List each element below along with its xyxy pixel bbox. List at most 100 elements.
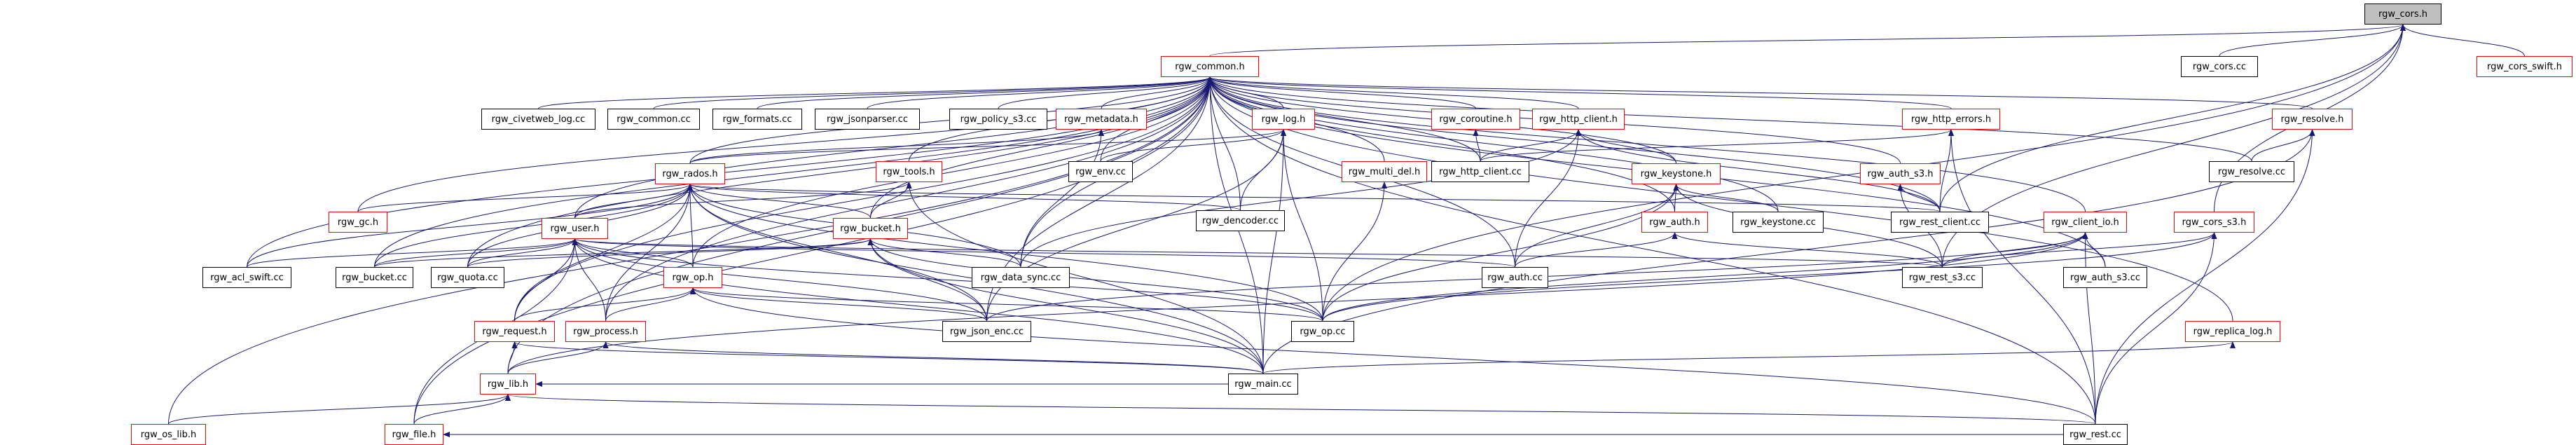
node-rgw-op-h[interactable]: rgw_op.h (663, 267, 722, 288)
node-rgw-os-lib-h[interactable]: rgw_os_lib.h (131, 424, 206, 445)
edge-rgw-rest-cc-to-rgw-http-errors-h (1948, 129, 2096, 425)
edge-rgw-request-h-to-rgw-rados-h (514, 184, 693, 322)
edge-rgw-process-h-to-rgw-user-h (572, 238, 606, 322)
edge-rgw-process-h-to-rgw-common-h (605, 76, 1213, 322)
node-rgw-auth-s3-cc[interactable]: rgw_auth_s3.cc (2063, 267, 2147, 288)
edge-rgw-op-h-to-rgw-rados-h (687, 184, 694, 268)
edge-rgw-quota-cc-to-rgw-common-h (467, 76, 1213, 268)
node-rgw-multi-del-h[interactable]: rgw_multi_del.h (1342, 161, 1427, 182)
edge-rgw-user-h-to-rgw-rados-h (574, 184, 693, 219)
node-rgw-http-errors-h[interactable]: rgw_http_errors.h (1902, 109, 2000, 130)
edge-rgw-os-lib-h-to-rgw-common-h (168, 76, 1213, 425)
edge-rgw-rest-s3-cc-to-rgw-cors-s3-h (1942, 232, 2217, 268)
node-rgw-coroutine-h[interactable]: rgw_coroutine.h (1431, 109, 1520, 130)
node-rgw-cors-swift-h[interactable]: rgw_cors_swift.h (2477, 56, 2572, 77)
edge-rgw-op-cc-to-rgw-cors-s3-h (1322, 232, 2217, 322)
edge-rgw-user-h-to-rgw-tools-h (574, 182, 912, 219)
node-rgw-gc-h[interactable]: rgw_gc.h (329, 212, 387, 233)
edge-rgw-data-sync-cc-to-rgw-http-client-h (1020, 129, 1581, 268)
node-rgw-quota-cc[interactable]: rgw_quota.cc (431, 267, 504, 288)
edge-rgw-request-h-to-rgw-op-h (514, 287, 696, 322)
edge-rgw-http-client-cc-to-rgw-http-client-h (1480, 129, 1581, 162)
edge-rgw-bucket-cc-to-rgw-bucket-h (374, 238, 874, 268)
node-rgw-rest-cc[interactable]: rgw_rest.cc (2063, 424, 2128, 445)
node-rgw-request-h[interactable]: rgw_request.h (474, 321, 555, 342)
edge-rgw-data-sync-cc-to-rgw-bucket-h (867, 238, 1021, 268)
edge-rgw-resolve-cc-to-rgw-resolve-h (2251, 129, 2315, 162)
node-rgw-http-client-cc[interactable]: rgw_http_client.cc (1431, 161, 1529, 182)
edge-rgw-dencoder-cc-to-rgw-rados-h (687, 184, 1241, 211)
edge-rgw-process-h-to-rgw-rados-h (605, 184, 693, 322)
edge-rgw-auth-h-to-rgw-common-h (1207, 76, 1675, 212)
node-rgw-file-h[interactable]: rgw_file.h (385, 424, 443, 445)
node-rgw-env-cc[interactable]: rgw_env.cc (1068, 161, 1133, 182)
node-rgw-cors-cc[interactable]: rgw_cors.cc (2181, 56, 2258, 77)
edge-rgw-common-cc-to-rgw-common-h (653, 76, 1213, 109)
node-rgw-policy-s3-cc[interactable]: rgw_policy_s3.cc (949, 109, 1047, 130)
node-rgw-acl-swift-cc[interactable]: rgw_acl_swift.cc (202, 267, 291, 288)
edge-rgw-rest-cc-to-rgw-lib-h (505, 394, 2096, 425)
node-rgw-rados-h[interactable]: rgw_rados.h (655, 163, 725, 184)
node-rgw-replica-log-h[interactable]: rgw_replica_log.h (2185, 321, 2280, 342)
node-rgw-user-h[interactable]: rgw_user.h (542, 218, 608, 239)
edge-rgw-bucket-h-to-rgw-common-h (870, 76, 1213, 219)
node-rgw-resolve-h[interactable]: rgw_resolve.h (2272, 109, 2353, 130)
node-rgw-op-cc[interactable]: rgw_op.cc (1291, 321, 1354, 342)
node-rgw-bucket-cc[interactable]: rgw_bucket.cc (336, 267, 413, 288)
edge-rgw-rest-s3-cc-to-rgw-auth-h (1672, 232, 1943, 268)
node-rgw-bucket-h[interactable]: rgw_bucket.h (833, 218, 908, 239)
edge-rgw-formats-cc-to-rgw-common-h (757, 76, 1213, 109)
node-rgw-lib-h[interactable]: rgw_lib.h (480, 374, 536, 395)
edge-rgw-bucket-h-to-rgw-rados-h (687, 184, 871, 219)
edge-rgw-civetweb-log-cc-to-rgw-common-h (538, 76, 1213, 109)
edge-rgw-keystone-cc-to-rgw-common-h (1207, 76, 1779, 212)
edge-rgw-main-cc-to-rgw-tools-h (906, 182, 1264, 374)
edge-rgw-policy-s3-cc-to-rgw-common-h (998, 76, 1213, 109)
edge-rgw-resolve-h-to-rgw-common-h (1207, 76, 2313, 109)
node-rgw-main-cc[interactable]: rgw_main.cc (1228, 374, 1298, 395)
node-rgw-cors-s3-h[interactable]: rgw_cors_s3.h (2174, 212, 2254, 233)
node-rgw-http-client-h[interactable]: rgw_http_client.h (1532, 109, 1625, 130)
edge-rgw-os-lib-h-to-rgw-lib-h (168, 394, 511, 425)
edge-rgw-rest-cc-to-rgw-client-io-h (2082, 232, 2096, 425)
edge-rgw-op-cc-to-rgw-log-h (1281, 129, 1323, 322)
node-rgw-resolve-cc[interactable]: rgw_resolve.cc (2209, 161, 2294, 182)
node-rgw-process-h[interactable]: rgw_process.h (565, 321, 646, 342)
node-rgw-json-enc-cc[interactable]: rgw_json_enc.cc (942, 321, 1031, 342)
node-rgw-auth-cc[interactable]: rgw_auth.cc (1482, 267, 1548, 288)
node-rgw-keystone-h[interactable]: rgw_keystone.h (1632, 163, 1721, 184)
edge-rgw-rest-s3-cc-to-rgw-user-h (572, 238, 1943, 268)
edge-rgw-rest-client-cc-to-rgw-rados-h (687, 184, 1941, 212)
edge-rgw-bucket-cc-to-rgw-rados-h (374, 184, 693, 268)
edge-rgw-quota-cc-to-rgw-user-h (467, 238, 578, 268)
edge-rgw-rest-client-cc-to-rgw-cors-h (1939, 24, 2406, 212)
node-rgw-rest-s3-cc[interactable]: rgw_rest_s3.cc (1902, 267, 1983, 288)
node-rgw-dencoder-cc[interactable]: rgw_dencoder.cc (1196, 210, 1285, 231)
edge-rgw-op-cc-to-rgw-keystone-h (1322, 184, 1679, 322)
node-rgw-common-h[interactable]: rgw_common.h (1161, 56, 1259, 77)
node-rgw-data-sync-cc[interactable]: rgw_data_sync.cc (972, 267, 1070, 288)
edge-rgw-rest-cc-to-rgw-cors-s3-h (2095, 232, 2217, 425)
node-rgw-formats-cc[interactable]: rgw_formats.cc (712, 109, 802, 130)
edge-rgw-main-cc-to-rgw-process-h (602, 341, 1264, 374)
edge-rgw-request-h-to-rgw-user-h (514, 238, 578, 322)
node-rgw-metadata-h[interactable]: rgw_metadata.h (1056, 109, 1147, 130)
edge-rgw-request-h-to-rgw-common-h (514, 76, 1213, 322)
node-rgw-log-h[interactable]: rgw_log.h (1252, 109, 1315, 130)
node-rgw-tools-h[interactable]: rgw_tools.h (876, 161, 942, 182)
edge-rgw-json-enc-cc-to-rgw-rados-h (687, 184, 987, 322)
edge-rgw-process-h-to-rgw-op-h (605, 287, 696, 322)
edge-rgw-data-sync-cc-to-rgw-metadata-h (1020, 129, 1104, 268)
node-rgw-cors-h[interactable]: rgw_cors.h (2364, 4, 2441, 25)
node-rgw-auth-s3-h[interactable]: rgw_auth_s3.h (1860, 163, 1941, 184)
node-rgw-rest-client-cc[interactable]: rgw_rest_client.cc (1891, 212, 1989, 233)
edge-rgw-rest-client-cc-to-rgw-common-h (1207, 76, 1941, 212)
edge-rgw-rest-s3-cc-to-rgw-cors-h (1942, 24, 2406, 268)
node-rgw-jsonparser-cc[interactable]: rgw_jsonparser.cc (815, 109, 920, 130)
node-rgw-client-io-h[interactable]: rgw_client_io.h (2044, 212, 2127, 233)
node-rgw-common-cc[interactable]: rgw_common.cc (607, 109, 700, 130)
node-rgw-civetweb-log-cc[interactable]: rgw_civetweb_log.cc (481, 109, 595, 130)
node-rgw-keystone-cc[interactable]: rgw_keystone.cc (1733, 212, 1824, 233)
node-rgw-auth-h[interactable]: rgw_auth.h (1641, 212, 1708, 233)
